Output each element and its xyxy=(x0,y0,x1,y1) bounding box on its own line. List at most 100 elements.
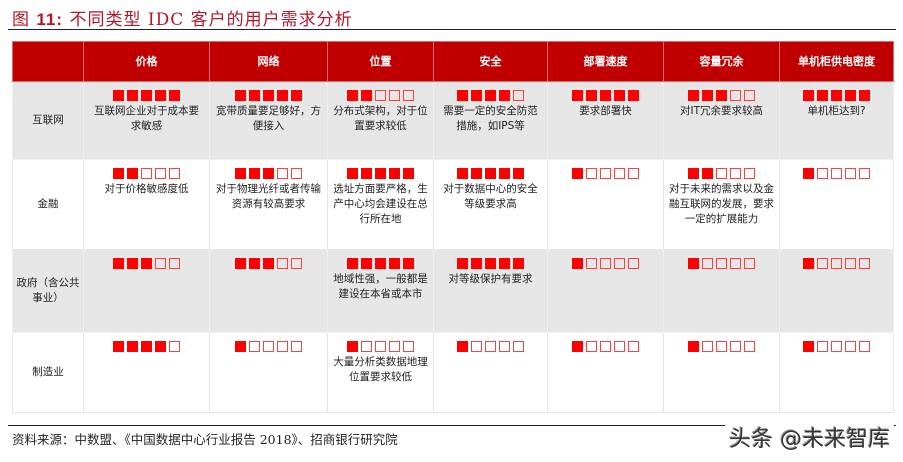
empty-square-icon xyxy=(744,167,755,179)
empty-square-icon xyxy=(859,340,870,352)
empty-square-icon xyxy=(716,257,727,269)
cell-location: 分布式架构，对于位置要求较低 xyxy=(327,81,434,160)
rating-indicator xyxy=(436,257,545,269)
filled-square-icon xyxy=(817,89,828,101)
rating-indicator xyxy=(212,340,325,352)
empty-square-icon xyxy=(263,340,274,352)
filled-square-icon xyxy=(457,89,468,101)
empty-square-icon xyxy=(169,257,180,269)
filled-square-icon xyxy=(485,257,496,269)
cell-description: 单机柜达到? xyxy=(807,105,866,117)
rating-indicator xyxy=(550,257,661,269)
filled-square-icon xyxy=(389,167,400,179)
filled-square-icon xyxy=(831,89,842,101)
rating-indicator xyxy=(550,89,661,101)
header-price: 价格 xyxy=(83,41,210,82)
demand-table: 价格 网络 位置 安全 部署速度 容量冗余 单机柜供电密度 互联网互联网企业对于… xyxy=(12,41,894,413)
cell-security xyxy=(433,332,548,413)
filled-square-icon xyxy=(113,167,124,179)
filled-square-icon xyxy=(169,89,180,101)
table-row: 互联网互联网企业对于成本要求敏感宽带质量要足够好，方便接入分布式架构，对于位置要… xyxy=(12,81,894,160)
empty-square-icon xyxy=(586,167,597,179)
cell-rack-power-density xyxy=(779,249,894,333)
cell-deploy-speed xyxy=(547,249,664,333)
rating-indicator xyxy=(666,340,777,352)
cell-capacity-redundancy xyxy=(663,249,780,333)
filled-square-icon xyxy=(235,167,246,179)
rating-indicator xyxy=(666,257,777,269)
table-row: 制造业大量分析类数据地理位置要求较低 xyxy=(12,332,894,413)
cell-deploy-speed: 要求部署快 xyxy=(547,81,664,160)
filled-square-icon xyxy=(155,340,166,352)
rating-indicator xyxy=(86,89,207,101)
filled-square-icon xyxy=(347,167,358,179)
filled-square-icon xyxy=(291,89,302,101)
empty-square-icon xyxy=(291,340,302,352)
cell-description: 地域性强，一般都是建设在本省或本市 xyxy=(333,273,428,300)
header-security: 安全 xyxy=(433,41,548,82)
cell-description: 分布式架构，对于位置要求较低 xyxy=(333,105,428,132)
rating-indicator xyxy=(436,167,545,179)
header-deploy-speed: 部署速度 xyxy=(547,41,664,82)
filled-square-icon xyxy=(361,257,372,269)
cell-network: 宽带质量要足够好，方便接入 xyxy=(209,81,328,160)
empty-square-icon xyxy=(628,257,639,269)
rating-indicator xyxy=(550,340,661,352)
filled-square-icon xyxy=(113,340,124,352)
empty-square-icon xyxy=(403,89,414,101)
filled-square-icon xyxy=(263,89,274,101)
empty-square-icon xyxy=(845,167,856,179)
empty-square-icon xyxy=(702,340,713,352)
empty-square-icon xyxy=(831,257,842,269)
cell-rack-power-density xyxy=(779,332,894,413)
filled-square-icon xyxy=(688,340,699,352)
empty-square-icon xyxy=(859,257,870,269)
watermark: 头条 @未来智库 xyxy=(725,421,894,453)
empty-square-icon xyxy=(744,257,755,269)
empty-square-icon xyxy=(586,340,597,352)
filled-square-icon xyxy=(572,340,583,352)
rating-indicator xyxy=(330,167,431,179)
filled-square-icon xyxy=(263,257,274,269)
table-header-row: 价格 网络 位置 安全 部署速度 容量冗余 单机柜供电密度 xyxy=(12,41,894,82)
filled-square-icon xyxy=(361,167,372,179)
filled-square-icon xyxy=(235,89,246,101)
row-label: 金融 xyxy=(12,159,84,250)
empty-square-icon xyxy=(141,167,152,179)
filled-square-icon xyxy=(375,167,386,179)
empty-square-icon xyxy=(499,340,510,352)
rating-indicator xyxy=(782,340,891,352)
rating-indicator xyxy=(550,167,661,179)
filled-square-icon xyxy=(845,89,856,101)
filled-square-icon xyxy=(702,167,713,179)
filled-square-icon xyxy=(127,167,138,179)
cell-description: 对等级保护有要求 xyxy=(448,273,533,285)
empty-square-icon xyxy=(389,89,400,101)
cell-security: 对等级保护有要求 xyxy=(433,249,548,333)
filled-square-icon xyxy=(457,257,468,269)
row-label: 互联网 xyxy=(12,81,84,160)
cell-network xyxy=(209,249,328,333)
cell-description: 要求部署快 xyxy=(579,105,632,117)
cell-description: 互联网企业对于成本要求敏感 xyxy=(94,105,199,132)
cell-description: 宽带质量要足够好，方便接入 xyxy=(216,105,321,132)
empty-square-icon xyxy=(817,167,828,179)
cell-security: 需要一定的安全防范措施，如IPS等 xyxy=(433,81,548,160)
filled-square-icon xyxy=(263,167,274,179)
filled-square-icon xyxy=(471,257,482,269)
filled-square-icon xyxy=(127,89,138,101)
rating-indicator xyxy=(330,89,431,101)
cell-price: 互联网企业对于成本要求敏感 xyxy=(83,81,210,160)
filled-square-icon xyxy=(113,257,124,269)
filled-square-icon xyxy=(803,257,814,269)
empty-square-icon xyxy=(471,340,482,352)
empty-square-icon xyxy=(155,257,166,269)
empty-square-icon xyxy=(291,167,302,179)
cell-description: 大量分析类数据地理位置要求较低 xyxy=(333,356,428,383)
table-row: 金融对于价格敏感度低对于物理光纤或者传输资源有较高要求选址方面要严格，生产中心均… xyxy=(12,159,894,250)
rating-indicator xyxy=(212,89,325,101)
empty-square-icon xyxy=(744,89,755,101)
empty-square-icon xyxy=(730,340,741,352)
rating-indicator xyxy=(86,257,207,269)
empty-square-icon xyxy=(513,340,524,352)
